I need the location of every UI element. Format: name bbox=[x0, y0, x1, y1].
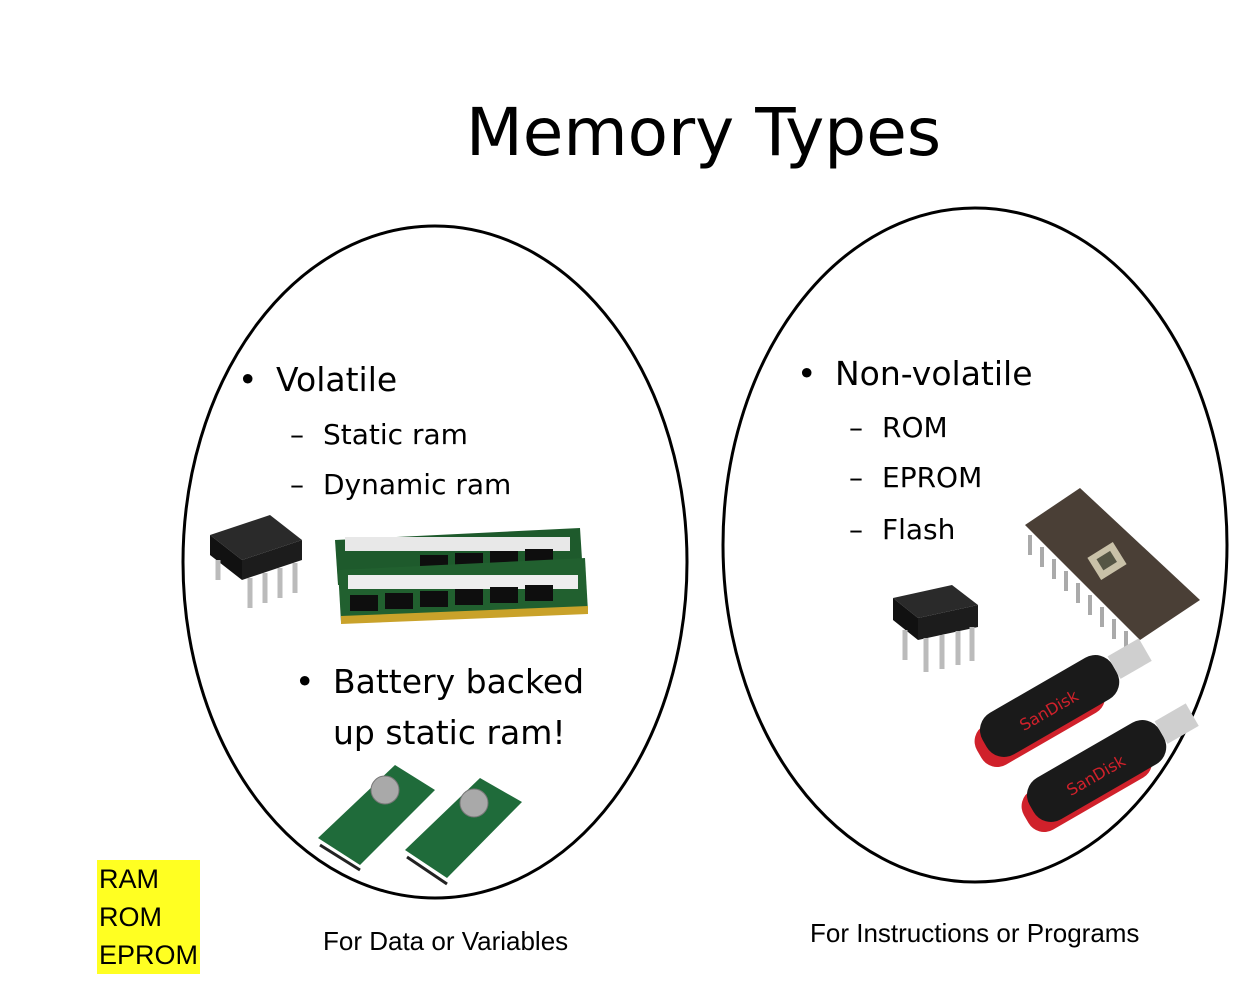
subitem-label: Dynamic ram bbox=[323, 468, 512, 501]
sram-chip-icon bbox=[210, 515, 302, 608]
left-caption: For Data or Variables bbox=[323, 926, 569, 956]
volatile-heading: Volatile bbox=[276, 360, 398, 399]
usb-flash-drive-icon: SanDisk SanDisk bbox=[974, 638, 1199, 833]
page-title: Memory Types bbox=[465, 94, 942, 171]
subitem-static-ram: –Static ram bbox=[290, 418, 468, 451]
subitem-label: Static ram bbox=[323, 418, 468, 451]
legend-item-eprom: EPROM bbox=[99, 940, 199, 970]
subitem-eprom: –EPROM bbox=[849, 461, 983, 494]
subitem-rom: –ROM bbox=[849, 411, 948, 444]
nonvolatile-heading: Non-volatile bbox=[835, 354, 1033, 393]
rom-chip-icon bbox=[893, 585, 978, 672]
battery-backed-sram-icon bbox=[318, 765, 522, 886]
subitem-flash: –Flash bbox=[849, 513, 956, 546]
highlighted-legend: RAM ROM EPROM bbox=[97, 860, 201, 974]
eprom-chip-icon bbox=[1025, 488, 1200, 663]
nonvolatile-oval bbox=[721, 206, 1229, 884]
subitem-label: Flash bbox=[882, 513, 956, 546]
legend-item-ram: RAM bbox=[99, 864, 159, 894]
legend-item-rom: ROM bbox=[99, 902, 162, 932]
battery-line-1: Battery backed bbox=[333, 662, 585, 701]
subitem-label: ROM bbox=[882, 411, 948, 444]
battery-line-2: up static ram! bbox=[333, 713, 566, 752]
battery-backed-bullet: •Battery backed bbox=[295, 662, 585, 701]
volatile-oval bbox=[181, 224, 689, 900]
volatile-bullet: •Volatile bbox=[238, 360, 398, 399]
subitem-dynamic-ram: –Dynamic ram bbox=[290, 468, 512, 501]
right-caption: For Instructions or Programs bbox=[810, 918, 1140, 948]
nonvolatile-bullet: •Non-volatile bbox=[797, 354, 1033, 393]
subitem-label: EPROM bbox=[882, 461, 983, 494]
ram-modules-icon bbox=[335, 528, 588, 624]
